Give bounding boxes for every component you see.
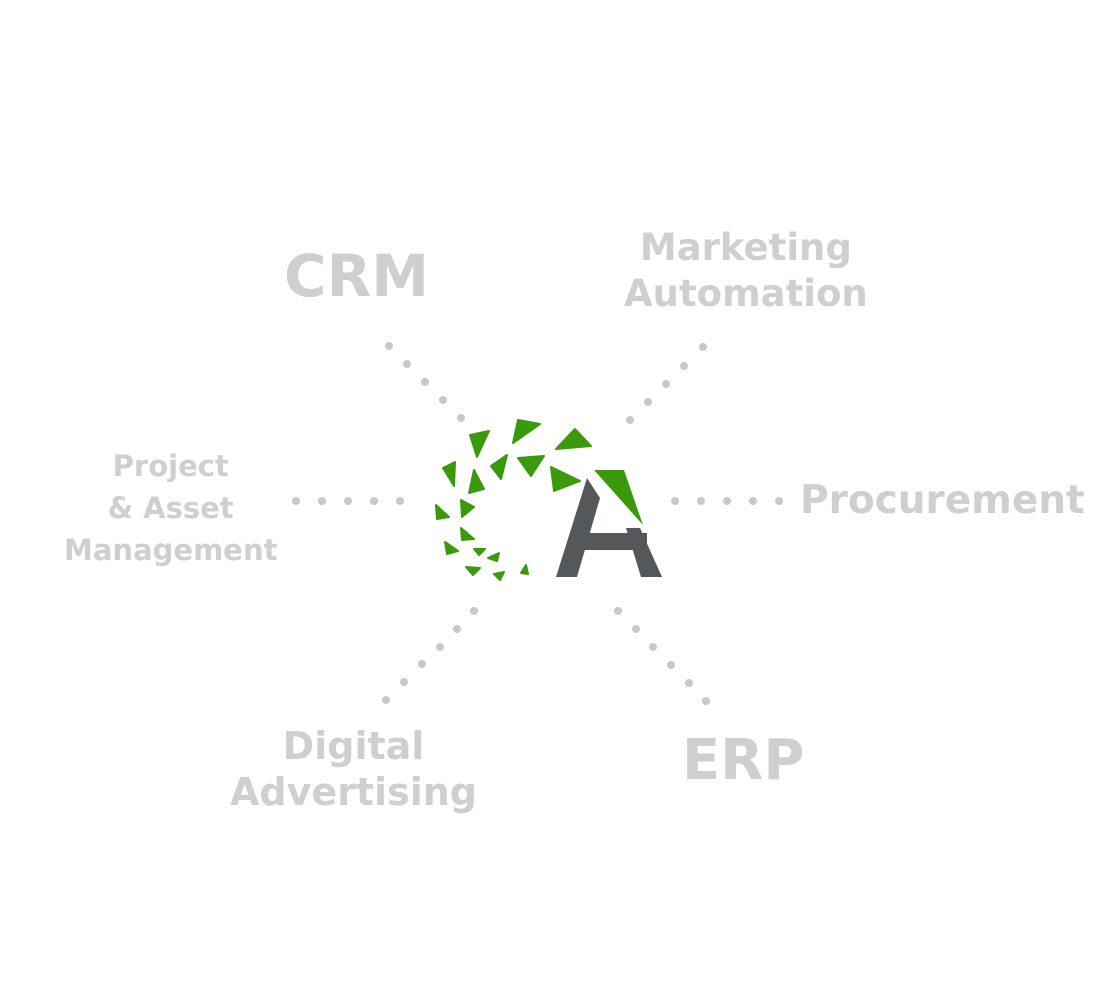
label-project-asset-management-line-1: Project	[112, 449, 229, 483]
label-project-asset-management: Project & Asset Management	[64, 445, 277, 571]
label-marketing-automation-line-2: Automation	[624, 272, 868, 315]
connector-procurement	[671, 497, 783, 505]
letter-a-glyph	[556, 478, 662, 577]
green-triangle-swirl-letter-a-logo	[435, 419, 662, 581]
letter-a-green-accent	[594, 470, 643, 525]
label-procurement: Procurement	[800, 481, 1085, 520]
label-digital-advertising-line-1: Digital	[282, 724, 425, 768]
connector-project-asset-management	[292, 497, 404, 505]
label-procurement-line-1: Procurement	[800, 478, 1085, 523]
green-triangle-swirl-icon	[435, 419, 592, 581]
label-marketing-automation-line-1: Marketing	[639, 226, 852, 269]
label-crm-line-1: CRM	[284, 242, 429, 310]
label-erp: ERP	[682, 733, 804, 789]
label-crm: CRM	[284, 247, 429, 305]
label-project-asset-management-line-3: Management	[64, 533, 278, 567]
connector-erp	[614, 607, 710, 705]
connector-marketing-automation	[626, 343, 707, 424]
label-digital-advertising: Digital Advertising	[230, 723, 477, 815]
connector-digital-advertising	[382, 607, 478, 704]
connector-crm	[385, 342, 465, 422]
label-marketing-automation: Marketing Automation	[624, 225, 868, 317]
label-digital-advertising-line-2: Advertising	[230, 770, 477, 814]
label-project-asset-management-line-2: & Asset	[107, 491, 234, 525]
label-erp-line-1: ERP	[682, 728, 805, 793]
